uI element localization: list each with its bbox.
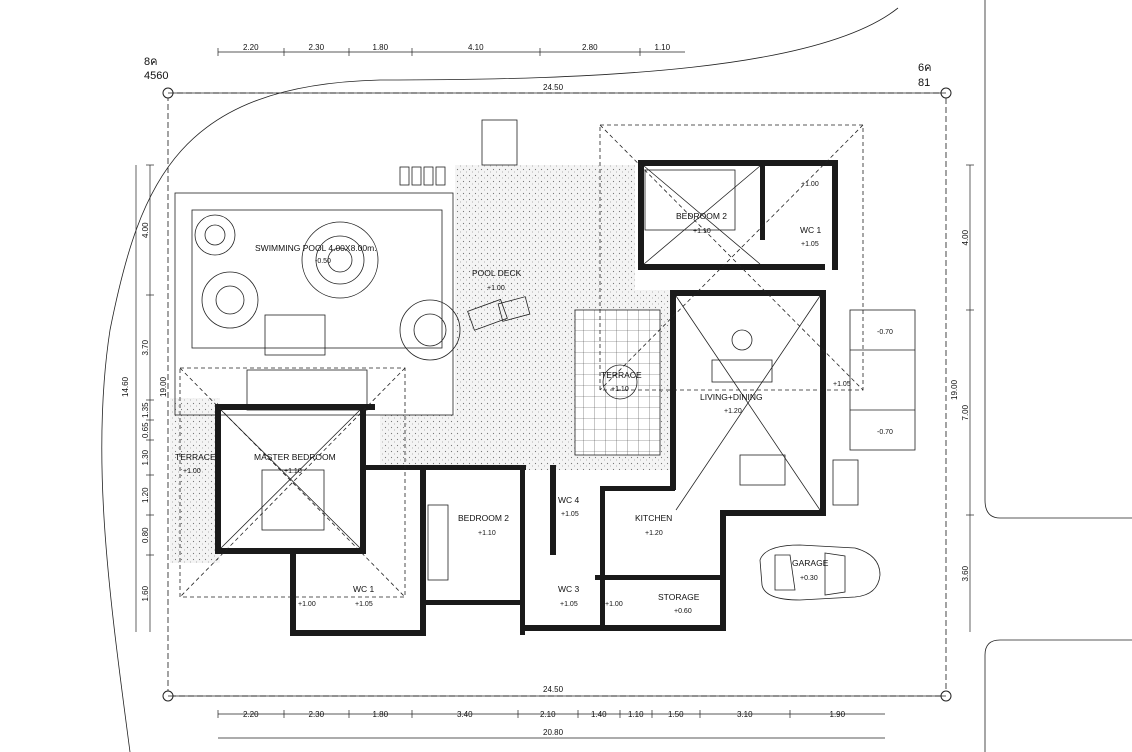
level-wc-1-bottom: +1.05: [355, 601, 373, 608]
label-pool-deck: POOL DECK: [472, 268, 522, 278]
level-kitchen: +1.20: [645, 530, 663, 537]
top-dims-label: 1.10: [655, 43, 671, 52]
right-dims-label: 3.60: [961, 565, 970, 581]
room-diagonals: [179, 124, 864, 598]
bottom-dims-label: 1.10: [628, 710, 644, 719]
bottom-dims-label: 1.90: [830, 710, 846, 719]
left-dims-label: 1.35: [141, 402, 150, 418]
pool-outer-edge: [174, 192, 454, 416]
bottom-dims-label: 2.30: [309, 710, 325, 719]
label-wc-1-top: WC 1: [800, 225, 822, 235]
left-dims-label: 4.00: [141, 222, 150, 238]
top-dims-label: 2.80: [582, 43, 598, 52]
roof-outline-top: [599, 124, 864, 391]
center-terrace-tiles: [574, 309, 661, 456]
level-wc-1-top: +1.05: [801, 241, 819, 248]
bottom-dims-label: 1.50: [668, 710, 684, 719]
level-wc-1-top-step: +1.00: [801, 181, 819, 188]
level-entry: +1.05: [833, 381, 851, 388]
level-pool-deck: +1.00: [487, 285, 505, 292]
bottom-dims-label: 3.10: [737, 710, 753, 719]
bottom-dims-label: 2.10: [540, 710, 556, 719]
left-dims-label: 0.65: [141, 422, 150, 438]
label-terrace-center: TERRACE: [601, 370, 642, 380]
top-dims-label: 2.20: [243, 43, 259, 52]
top-dims-label: 4.10: [468, 43, 484, 52]
road-edge-right-bottom: [984, 639, 1132, 752]
left-dims-label: 1.20: [141, 487, 150, 503]
level-living-dining: +1.20: [724, 408, 742, 415]
level-bedroom-2-top: +1.10: [693, 228, 711, 235]
label-terrace-left: TERRACE: [175, 452, 216, 462]
label-storage: STORAGE: [658, 592, 700, 602]
pool-basin: [191, 209, 443, 349]
car-icon: [759, 544, 881, 601]
entry-stairs: [832, 309, 916, 506]
level-wc-3-step: +1.00: [605, 601, 623, 608]
label-swimming-pool: SWIMMING POOL 4.00X8.00m.: [255, 243, 377, 253]
top-dims-label: 1.80: [373, 43, 389, 52]
sun-lounger-pads: [399, 166, 446, 186]
label-living-dining: LIVING+DINING: [700, 392, 763, 402]
level-stairs-bottom: -0.70: [877, 429, 893, 436]
level-wc-3: +1.05: [560, 601, 578, 608]
label-bedroom-2-bottom: BEDROOM 2: [458, 513, 509, 523]
overall-dim-left-total: 14.60: [121, 376, 130, 397]
left-terrace-area: [170, 398, 220, 563]
overall-dim-top: 24.50: [543, 83, 564, 92]
overall-dim-bottom-total: 20.80: [543, 728, 564, 737]
corner-number-top-left: 4560: [144, 70, 168, 82]
label-master-bedroom: MASTER BEDROOM: [254, 452, 336, 462]
corner-code-top-left: 8ค: [144, 56, 157, 68]
bottom-dims-label: 1.40: [591, 710, 607, 719]
bottom-dims-label: 1.80: [373, 710, 389, 719]
level-storage: +0.60: [674, 608, 692, 615]
left-dims-label: 1.60: [141, 585, 150, 601]
pool-water-ripples: [194, 214, 461, 361]
bottom-dimension-labels: 2.20 2.30 1.80 3.40 2.10 1.40 1.10 1.50 3.10 1.90: [217, 710, 846, 719]
top-dimension-labels: 2.20 2.30 1.80 4.10 2.80 1.10: [217, 43, 671, 56]
roof-outline-left: [179, 367, 406, 598]
label-wc-1-bottom: WC 1: [353, 584, 375, 594]
bottom-dims-label: 3.40: [457, 710, 473, 719]
overall-dim-bottom: 24.50: [543, 685, 564, 694]
left-dims-label: 1.30: [141, 449, 150, 465]
level-swimming-pool: -0.50: [315, 258, 331, 265]
terrace-deck-area: [380, 415, 550, 470]
label-wc-4: WC 4: [558, 495, 580, 505]
pool-pump-box: [481, 119, 518, 166]
right-dims-label: 4.00: [961, 229, 970, 245]
level-terrace-left: +1.00: [183, 468, 201, 475]
road-edge-right-lower: [984, 499, 1132, 519]
left-dims-label: 3.70: [141, 339, 150, 355]
left-dims-label: 0.80: [141, 527, 150, 543]
overall-dim-left-total-2: 19.00: [159, 376, 168, 397]
right-dims-label: 7.00: [961, 404, 970, 420]
level-wc-1-bottom-step: +1.00: [298, 601, 316, 608]
top-dims-label: 2.30: [309, 43, 325, 52]
level-terrace-center: +1.10: [611, 386, 629, 393]
level-master-bedroom: +1.10: [284, 468, 302, 475]
furniture: [261, 169, 786, 581]
pool-entry-step: [264, 314, 326, 356]
level-bedroom-2-bottom: +1.10: [478, 530, 496, 537]
site-boundary-curve: [101, 7, 899, 752]
right-dimension-labels: 4.00 7.00 3.60: [961, 164, 974, 582]
level-stairs-top: -0.70: [877, 329, 893, 336]
pool-deck-loungers: [467, 296, 531, 331]
level-wc-4: +1.05: [561, 511, 579, 518]
corner-code-top-right: 6ค: [918, 62, 931, 74]
label-garage: GARAGE: [792, 558, 829, 568]
corner-number-top-right: 81: [918, 77, 930, 89]
label-kitchen: KITCHEN: [635, 513, 672, 523]
level-garage: +0.30: [800, 575, 818, 582]
label-wc-3: WC 3: [558, 584, 580, 594]
label-bedroom-2-top: BEDROOM 2: [676, 211, 727, 221]
overall-dim-right-total: 19.00: [950, 379, 959, 400]
bottom-dims-label: 2.20: [243, 710, 259, 719]
left-dimension-labels: 4.00 3.70 1.35 0.65 1.30 1.20 0.80 1.60: [141, 164, 154, 602]
